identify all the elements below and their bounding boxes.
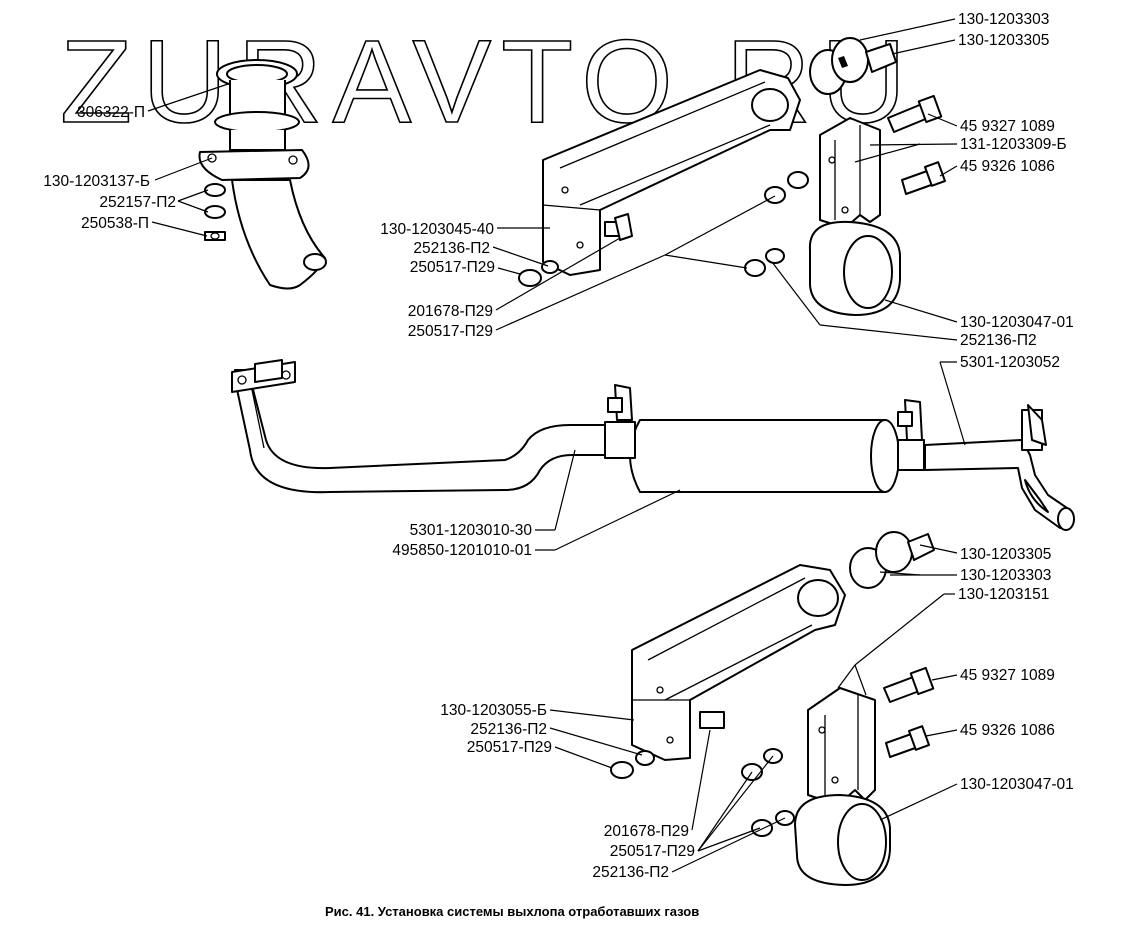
label-250517-upper-2: 250517-П29 [408, 323, 493, 340]
lower-nuts-part [610, 748, 795, 837]
label-130-1203045: 130-1203045-40 [380, 221, 494, 238]
label-252136-upper: 252136-П2 [413, 240, 490, 257]
label-201678-lower: 201678-П29 [604, 823, 689, 840]
tail-pipe-part [924, 404, 1075, 531]
label-130-1203151: 130-1203151 [958, 586, 1049, 603]
label-45-9327-upper: 45 9327 1089 [960, 118, 1055, 135]
label-131-1203309: 131-1203309-Б [960, 136, 1067, 153]
left-washers-part [204, 183, 226, 241]
label-201678-upper: 201678-П29 [408, 303, 493, 320]
label-252136-right: 252136-П2 [960, 332, 1037, 349]
exhaust-pipe-part [231, 359, 611, 494]
lower-clamp-part [794, 687, 891, 886]
lower-bracket-part [631, 564, 846, 761]
label-130-1203047-lower: 130-1203047-01 [960, 776, 1074, 793]
label-5301-1203010: 5301-1203010-30 [410, 522, 533, 539]
label-130-1203047-upper: 130-1203047-01 [960, 314, 1074, 331]
label-250517-lower-2: 250517-П29 [610, 843, 695, 860]
label-130-1203303-upper: 130-1203303 [958, 11, 1049, 28]
label-306322: 306322-П [77, 104, 145, 121]
label-45-9326-lower: 45 9326 1086 [960, 722, 1055, 739]
upper-cushion-part [809, 37, 897, 95]
intake-pipe-part [198, 59, 327, 290]
upper-bracket-part [542, 69, 801, 276]
label-5301-1203052: 5301-1203052 [960, 354, 1060, 371]
label-45-9326-upper: 45 9326 1086 [960, 158, 1055, 175]
figure-caption: Рис. 41. Установка системы выхлопа отраб… [325, 904, 699, 919]
upper-nuts-part [518, 171, 809, 287]
label-45-9327-lower: 45 9327 1089 [960, 667, 1055, 684]
lower-cushion-part [849, 531, 935, 589]
label-130-1203305-lower: 130-1203305 [960, 546, 1051, 563]
label-252136-lower-2: 252136-П2 [592, 864, 669, 881]
upper-bolts-part [887, 94, 946, 195]
label-252136-lower: 252136-П2 [470, 721, 547, 738]
label-250517-upper: 250517-П29 [410, 259, 495, 276]
part-labels: 306322-П 130-1203137-Б 252157-П2 250538-… [43, 11, 1073, 881]
label-250538: 250538-П [81, 215, 149, 232]
leader-lines [147, 18, 966, 873]
label-130-1203305-upper: 130-1203305 [958, 32, 1049, 49]
label-250517-lower: 250517-П29 [467, 739, 552, 756]
muffler-part [604, 384, 925, 493]
label-495850: 495850-1201010-01 [392, 542, 532, 559]
label-130-1203303-lower: 130-1203303 [960, 567, 1051, 584]
label-252157: 252157-П2 [99, 194, 176, 211]
lower-bolts-part [883, 666, 935, 758]
label-130-1203055: 130-1203055-Б [440, 702, 547, 719]
label-130-1203137: 130-1203137-Б [43, 173, 150, 190]
upper-clamp-part [808, 117, 901, 316]
